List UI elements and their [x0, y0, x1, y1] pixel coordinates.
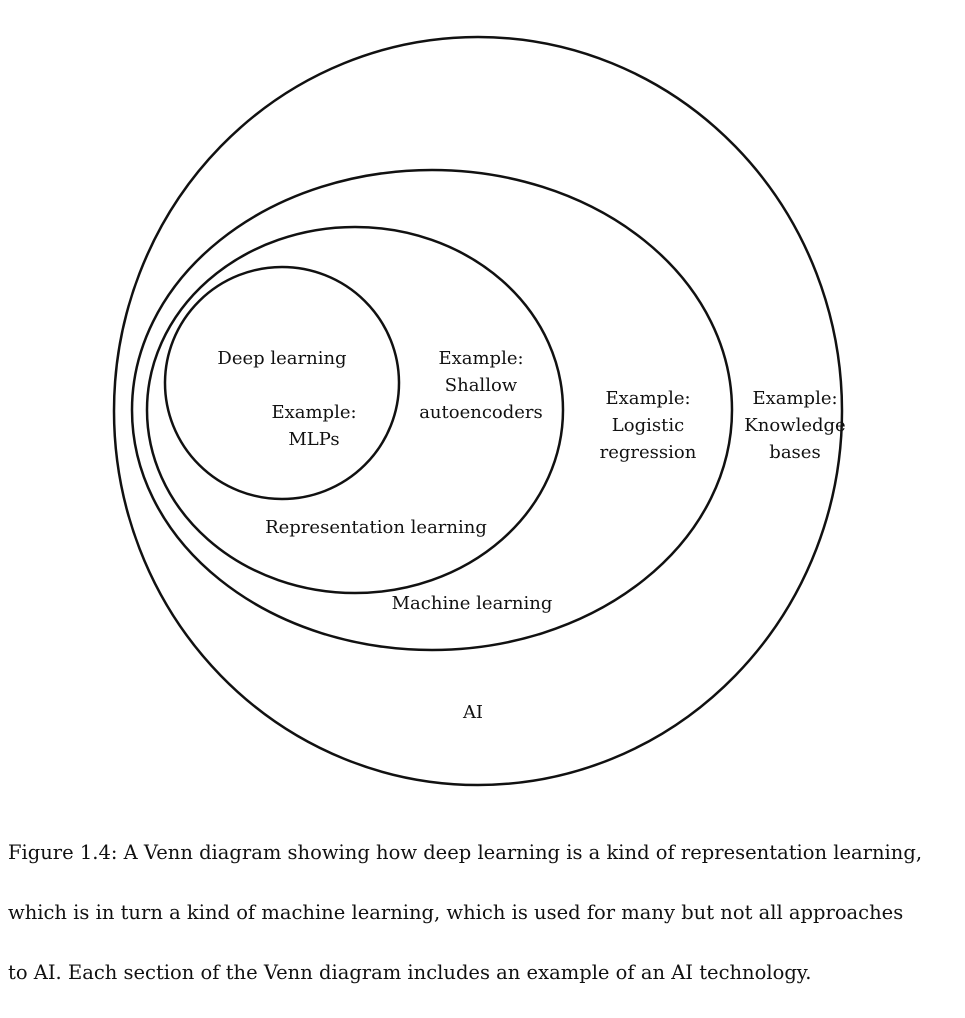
ai-example-line1: Example: [752, 388, 837, 409]
representation-learning-example-line1: Example: [438, 348, 523, 369]
caption-line: which is in turn a kind of machine learn… [8, 901, 904, 924]
representation-learning-label: Representation learning [265, 517, 487, 538]
deep-learning-ellipse [163, 265, 401, 501]
machine-learning-example-line1: Example: [605, 388, 690, 409]
representation-learning-ellipse [145, 225, 565, 595]
machine-learning-ellipse [130, 168, 734, 652]
ai-label: AI [462, 702, 483, 723]
representation-learning-example-line2: Shallow [445, 375, 518, 396]
machine-learning-example-line2: Logistic [612, 415, 684, 436]
caption-line: Figure 1.4: A Venn diagram showing how d… [8, 841, 923, 864]
figure-caption: Figure 1.4: A Venn diagram showing how d… [8, 808, 958, 1018]
machine-learning-label: Machine learning [392, 593, 553, 614]
deep-learning-label: Deep learning [217, 348, 346, 369]
ai-example-line2: Knowledge [744, 415, 845, 436]
ai-ellipse [112, 35, 844, 787]
deep-learning-example-line1: Example: [271, 402, 356, 423]
representation-learning-example-line3: autoencoders [419, 402, 543, 423]
caption-line: to AI. Each section of the Venn diagram … [8, 961, 812, 984]
ai-example-line3: bases [769, 442, 820, 463]
machine-learning-example-line3: regression [600, 442, 697, 463]
deep-learning-example-line2: MLPs [288, 429, 339, 450]
venn-diagram: Deep learning Example: MLPs Example: Sha… [112, 35, 846, 787]
